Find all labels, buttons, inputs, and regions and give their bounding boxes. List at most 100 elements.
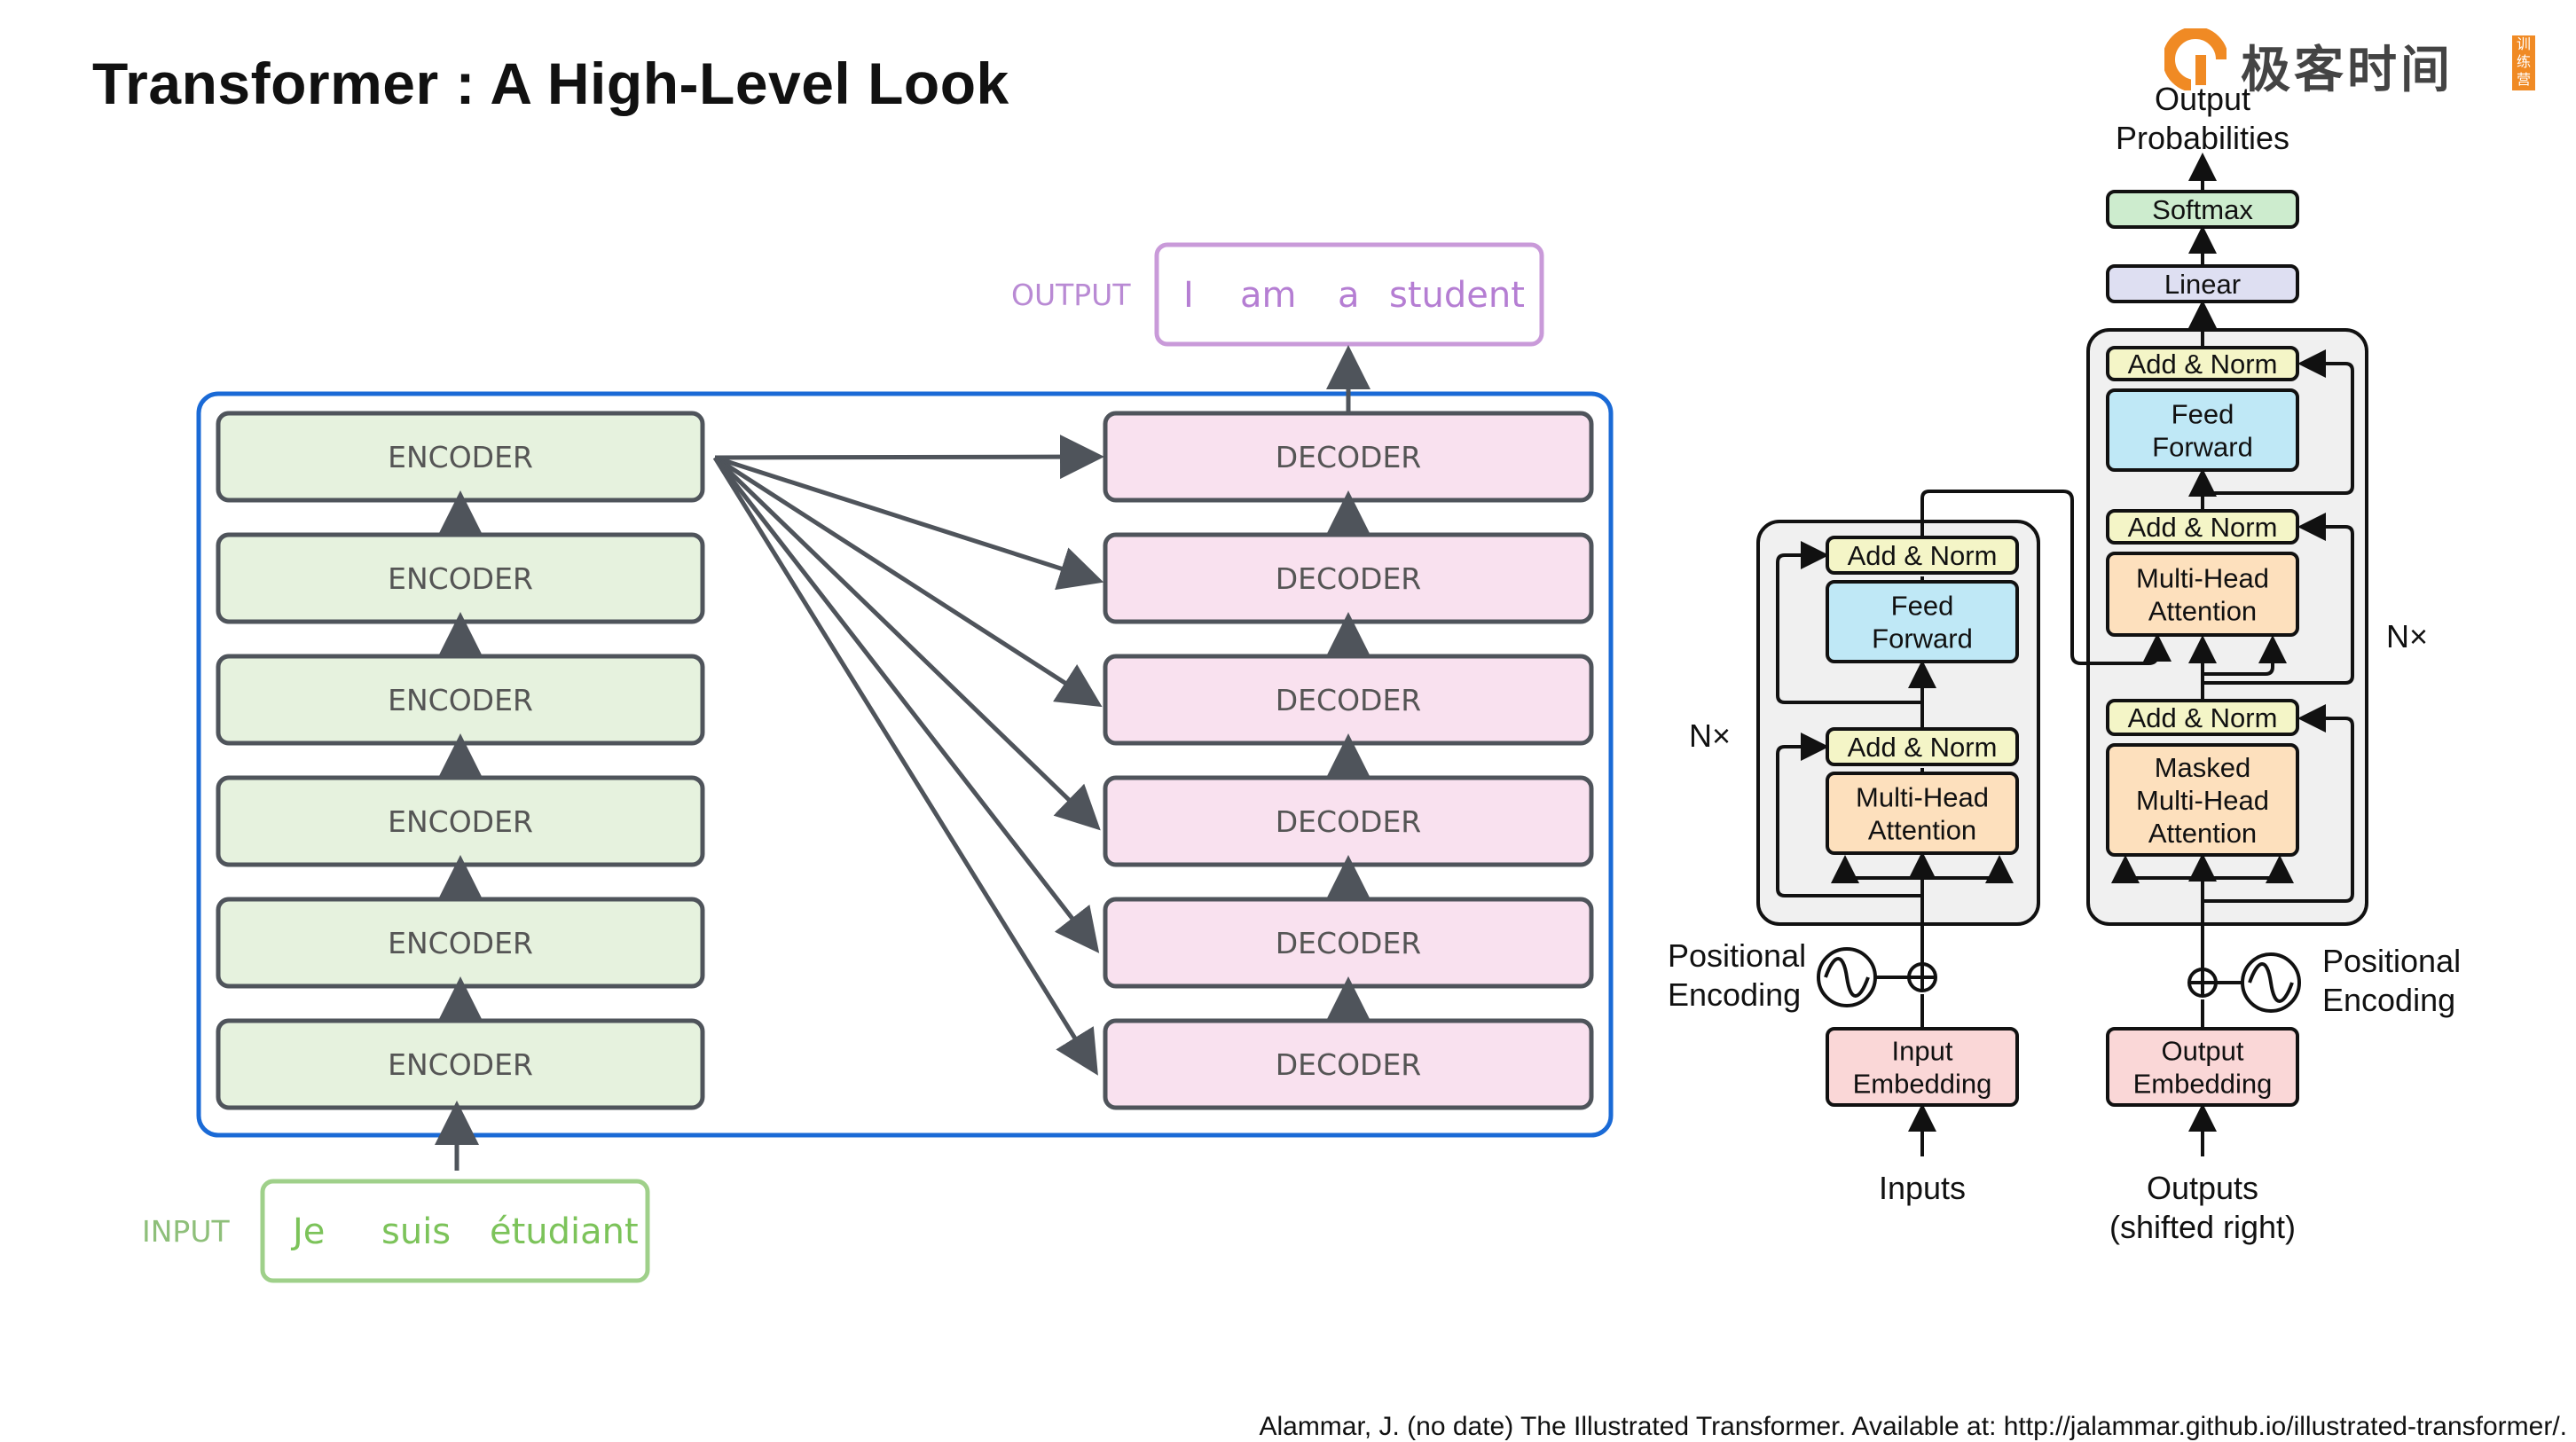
encoder-label: ENCODER bbox=[388, 1047, 533, 1082]
dec-masked-attention-label: Masked bbox=[2155, 752, 2251, 783]
enc-add-norm-top: Add & Norm bbox=[1826, 536, 2019, 575]
input-tag: INPUT bbox=[142, 1214, 230, 1249]
dec-feed-forward-label: Forward bbox=[2152, 432, 2253, 463]
dec-add-positional bbox=[2187, 968, 2218, 998]
dec-add-norm-bottom-label: Add & Norm bbox=[2128, 702, 2278, 733]
dec-positional-text: Encoding bbox=[2322, 982, 2455, 1018]
output-word: I bbox=[1183, 275, 1194, 316]
enc-add-positional bbox=[1907, 962, 1937, 992]
output-tag: OUTPUT bbox=[1011, 278, 1131, 312]
outputs-label: Outputs(shifted right) bbox=[2109, 1170, 2296, 1245]
decoder-label: DECODER bbox=[1276, 1047, 1421, 1082]
softmax-layer-label: Softmax bbox=[2152, 194, 2253, 225]
input-word: suis bbox=[381, 1211, 451, 1252]
linear-layer: Linear bbox=[2106, 264, 2299, 303]
encoder-block: ENCODER bbox=[216, 897, 705, 989]
input-embedding-label: Input bbox=[1892, 1036, 1953, 1067]
enc-add-norm-top-label: Add & Norm bbox=[1848, 540, 1998, 571]
encoder-block: ENCODER bbox=[216, 1018, 705, 1110]
output-probabilities-label: Output bbox=[2155, 81, 2250, 117]
input-embedding-label: Embedding bbox=[1853, 1069, 1992, 1100]
encoder-block: ENCODER bbox=[216, 532, 705, 624]
encoder-label: ENCODER bbox=[388, 683, 533, 717]
dec-feed-forward-label: Feed bbox=[2172, 399, 2234, 430]
dec-add-norm-bottom: Add & Norm bbox=[2106, 699, 2299, 736]
stack-frame bbox=[196, 391, 1614, 1138]
encoder-decoder-stack: ENCODER ENCODER ENCODER ENCODER ENCODER ENCOD… bbox=[142, 242, 1614, 1283]
decoder-label: DECODER bbox=[1276, 561, 1421, 596]
dec-add-norm-top: Add & Norm bbox=[2106, 346, 2299, 381]
decoder-label: DECODER bbox=[1276, 440, 1421, 474]
outputs-label-line: Outputs bbox=[2147, 1170, 2258, 1206]
output-embedding-label: Output bbox=[2161, 1036, 2243, 1067]
decoder-block: DECODER bbox=[1103, 532, 1594, 624]
softmax-layer: Softmax bbox=[2106, 190, 2299, 229]
dec-add-norm-mid: Add & Norm bbox=[2106, 509, 2299, 545]
encoder-block: ENCODER bbox=[216, 775, 705, 867]
encoder-to-decoder-arrow bbox=[713, 455, 1103, 708]
decoder-block: DECODER bbox=[1103, 411, 1594, 503]
dec-positional-text: Positional bbox=[2322, 943, 2461, 979]
enc-positional-text: Positional bbox=[1668, 937, 1806, 974]
enc-positional-text: Encoding bbox=[1668, 976, 1801, 1013]
dec-masked-attention-label: Multi-Head bbox=[2136, 785, 2269, 816]
linear-layer-label: Linear bbox=[2164, 269, 2241, 300]
encoder-to-decoder-link bbox=[1920, 490, 2172, 665]
dec-residual-2 bbox=[2203, 513, 2354, 685]
inputs-label: Inputs bbox=[1879, 1170, 1966, 1206]
enc-attn-v bbox=[1922, 855, 2014, 883]
decoder-block: DECODER bbox=[1103, 1018, 1594, 1110]
citation: Alammar, J. (no date) The Illustrated Tr… bbox=[1259, 1412, 2567, 1441]
dec-residual-1 bbox=[2203, 704, 2354, 903]
output-probabilities-label: Probabilities bbox=[2116, 120, 2289, 156]
enc-residual-1 bbox=[1776, 733, 1922, 897]
enc-add-norm-bottom-label: Add & Norm bbox=[1848, 732, 1998, 763]
enc-feed-forward-label: Forward bbox=[1872, 623, 1973, 654]
logo-wordmark: 极客时间 bbox=[2241, 42, 2454, 99]
encoder-label: ENCODER bbox=[388, 804, 533, 839]
encoder-label: ENCODER bbox=[388, 440, 533, 474]
dec-nx-label: N× bbox=[2386, 618, 2428, 654]
encoder-block: ENCODER bbox=[216, 654, 705, 746]
output-box bbox=[1154, 242, 1544, 347]
decoder-block: DECODER bbox=[1103, 654, 1594, 746]
slide-title: Transformer : A High-Level Look bbox=[92, 51, 1009, 116]
encoder-to-decoder-arrow bbox=[713, 456, 1101, 831]
enc-attn-q bbox=[1831, 855, 1922, 883]
dec-residual-3 bbox=[2203, 349, 2354, 495]
dec-masked-attention-label: Attention bbox=[2148, 818, 2257, 849]
decoder-label: DECODER bbox=[1276, 804, 1421, 839]
output-embedding-label: Embedding bbox=[2133, 1069, 2273, 1100]
dec-positional-wave bbox=[2241, 952, 2301, 1013]
outputs-label-line: (shifted right) bbox=[2109, 1209, 2296, 1245]
dec-multi-head-attention-label: Attention bbox=[2148, 596, 2257, 627]
enc-positional-wave bbox=[1817, 947, 1877, 1007]
dec-attn-q bbox=[2203, 635, 2287, 676]
input-word: étudiant bbox=[490, 1211, 639, 1252]
decoder-block: DECODER bbox=[1103, 775, 1594, 867]
encoder-to-decoder-arrow bbox=[713, 456, 1100, 953]
dec-positional-wave-wave bbox=[2248, 962, 2294, 1003]
dec-add-norm-top-label: Add & Norm bbox=[2128, 349, 2278, 380]
encoder-to-decoder-arrow bbox=[712, 456, 1098, 1076]
enc-multi-head-attention-label: Multi-Head bbox=[1856, 782, 1989, 813]
output-word: am bbox=[1240, 275, 1296, 316]
encoder-block: ENCODER bbox=[216, 411, 705, 503]
decoder-block: DECODER bbox=[1103, 897, 1594, 989]
output-word: a bbox=[1338, 275, 1360, 316]
enc-nx-label: N× bbox=[1689, 717, 1731, 754]
input-box bbox=[260, 1179, 650, 1283]
encoder-to-decoder-arrow bbox=[714, 455, 1104, 591]
input-word: Je bbox=[290, 1211, 325, 1252]
